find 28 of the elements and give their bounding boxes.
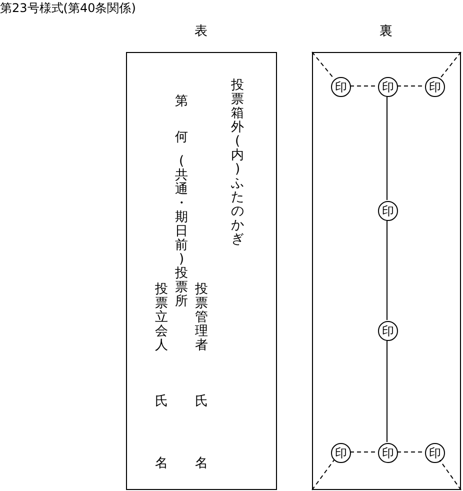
- seal-circle: 印: [378, 443, 398, 463]
- seal-circle: 印: [378, 77, 398, 97]
- seal-circle: 印: [331, 443, 351, 463]
- vertical-text: 名: [195, 457, 208, 471]
- seal-circle: 印: [378, 321, 398, 341]
- seal-circle: 印: [378, 201, 398, 221]
- connector-line: [386, 220, 388, 320]
- dashed-line: [312, 460, 335, 490]
- dashed-line: [312, 52, 334, 79]
- form-title: 第23号様式(第40条関係): [0, 0, 136, 17]
- connector-line: [386, 340, 388, 442]
- vertical-text: 投票立会人: [155, 283, 168, 353]
- vertical-text: 名: [155, 457, 168, 471]
- vertical-text: (共通・期日前)投票所: [175, 155, 188, 309]
- connector-line: [386, 96, 388, 200]
- seal-circle: 印: [331, 77, 351, 97]
- seal-circle: 印: [425, 443, 445, 463]
- vertical-text: 氏: [155, 395, 168, 409]
- vertical-text: 何: [175, 131, 188, 145]
- vertical-text: 投票箱外(内)ふたのかぎ: [231, 79, 244, 247]
- vertical-text: 投票管理者: [195, 283, 208, 353]
- vertical-text: 氏: [195, 395, 208, 409]
- side-heading: 裏: [380, 24, 392, 39]
- vertical-text: 第: [175, 95, 188, 109]
- dashed-line: [439, 460, 462, 490]
- side-heading: 表: [194, 24, 208, 39]
- seal-circle: 印: [425, 77, 445, 97]
- dashed-line: [440, 52, 462, 79]
